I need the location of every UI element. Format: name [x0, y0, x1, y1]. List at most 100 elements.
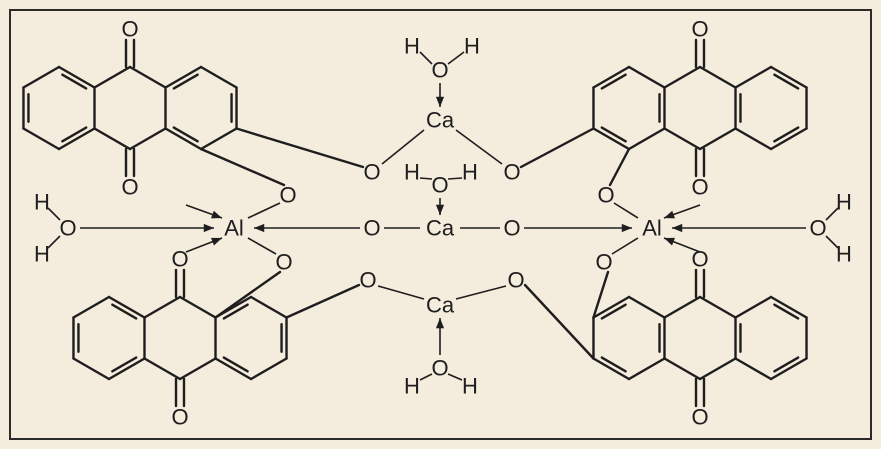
water-ca-top-hydrogen-left: H: [404, 34, 420, 59]
bottom-right-anthraquinone-ring-bond: [663, 295, 702, 319]
top-right-anthraquinone-ring-bond: [698, 65, 737, 89]
bottom-left-carbonyl-oxygen-top: O: [171, 247, 188, 272]
water-ca-top-hydrogen-right: H: [464, 34, 480, 59]
water-ca-bottom-hydrogen-left: H: [404, 374, 420, 399]
al-left-carbonyl-coordination-top: [185, 204, 223, 219]
top-left-anthraquinone-ring-bond: [57, 127, 96, 151]
top-right-anthraquinone-ring-bond: [627, 127, 666, 151]
bottom-left-anthraquinone-ring-bond: [72, 295, 111, 319]
water-ca-middle-oxygen: O: [431, 173, 448, 198]
water-right-oh-bond: [825, 235, 839, 249]
bottom-left-anthraquinone-aromatic-bond: [111, 356, 138, 373]
top-left-anthraquinone-ring-bond: [128, 65, 167, 89]
top-left-anthraquinone-aromatic-bond: [61, 126, 88, 143]
bridge-right-to-al-coordination: [524, 223, 632, 233]
aluminium-atom-left: Al: [224, 216, 244, 241]
al-right-carbonyl-coordination-bottom: [663, 237, 701, 253]
ca-top-bond-left: [381, 129, 425, 165]
bottom-right-phenolate-oxygen: O: [595, 250, 612, 275]
top-left-carbonyl-oxygen-top: O: [121, 17, 138, 42]
water-ca-top-oh-bond: [447, 51, 465, 65]
water-right-hydrogen-bottom: H: [836, 242, 852, 267]
top-left-carbonyl-oxygen-bottom: O: [121, 175, 138, 200]
bottom-left-anthraquinone-aromatic-bond: [111, 303, 138, 320]
bottom-left-phenolate-oxygen: O: [275, 250, 292, 275]
bond-lines: [22, 38, 808, 408]
calcium-atom-middle: Ca: [426, 216, 455, 241]
top-right-anthraquinone-aromatic-bond: [600, 73, 627, 90]
water-left-oh-bond: [47, 207, 61, 221]
top-left-bridging-oxygen: O: [363, 160, 380, 185]
top-right-anthraquinone-aromatic-bond: [773, 73, 800, 90]
ca-bottom-bond-right: [455, 285, 507, 300]
water-ca-bottom-hydrogen-right: H: [462, 374, 478, 399]
top-left-phenolate-oxygen: O: [279, 183, 296, 208]
bottom-right-anthraquinone-ring-bond: [627, 357, 666, 381]
bottom-right-anthraquinone-aromatic-bond: [773, 356, 800, 373]
al-left-phenolate-bond-bottom: [247, 237, 277, 255]
water-ca-top-to-ca-coordination: [435, 83, 445, 107]
bottom-right-anthraquinone-ring-bond: [698, 295, 737, 319]
bottom-right-anthraquinone-aromatic-bond: [600, 303, 627, 320]
bottom-right-anthraquinone-ring-bond: [592, 295, 631, 319]
al-left-phenolate-bond-top: [247, 202, 281, 219]
top-right-anthraquinone-aromatic-bond: [600, 126, 627, 143]
water-ca-middle-oh-bond: [419, 177, 433, 180]
bottom-right-carbonyl-oxygen-top: O: [691, 247, 708, 272]
top-right-carbonyl-oxygen-bottom: O: [691, 175, 708, 200]
bottom-left-anthraquinone-ring-bond: [143, 357, 182, 381]
water-right-oxygen: O: [809, 216, 826, 241]
bottom-right-anthraquinone-ring-bond: [592, 357, 631, 381]
bottom-right-anthraquinone-ring-bond: [734, 357, 773, 381]
al-right-phenolate-bond-top: [613, 202, 639, 219]
top-right-c-o-bond: [519, 127, 595, 169]
bottom-right-anthraquinone-aromatic-bond: [773, 303, 800, 320]
bottom-left-anthraquinone-ring-bond: [249, 295, 288, 319]
bottom-left-anthraquinone-ring-bond: [107, 357, 146, 381]
bridge-left-to-al-coordination: [254, 223, 360, 233]
al-right-phenolate-bond-bottom: [611, 237, 639, 255]
calcium-atom-top: Ca: [426, 108, 455, 133]
bottom-right-anthraquinone-ring-bond: [769, 357, 808, 381]
top-right-anthraquinone-ring-bond: [592, 65, 631, 89]
top-right-anthraquinone-ring-bond: [663, 65, 702, 89]
top-left-anthraquinone-ring-bond: [199, 127, 238, 151]
figure-frame: [9, 9, 872, 440]
water-ca-middle-hydrogen-right: H: [462, 160, 478, 185]
bottom-right-carbonyl-oxygen-bottom: O: [691, 405, 708, 430]
water-ca-middle-oh-bond: [447, 177, 463, 180]
water-ca-top-oh-bond: [419, 51, 433, 65]
water-left-oh-bond: [47, 235, 61, 249]
al-left-carbonyl-coordination-bottom: [185, 237, 223, 253]
top-right-anthraquinone-ring-bond: [627, 65, 666, 89]
water-right-to-al-coordination: [672, 223, 806, 233]
water-left-hydrogen-bottom: H: [34, 242, 50, 267]
ca-bottom-bond-left: [377, 285, 425, 300]
bottom-left-anthraquinone-ring-bond: [178, 295, 217, 319]
water-ca-bottom-to-ca-coordination: [435, 318, 445, 355]
water-ca-middle-to-ca-coordination: [435, 198, 445, 215]
water-left-hydrogen-top: H: [34, 190, 50, 215]
top-left-anthraquinone-ring-bond: [164, 65, 203, 89]
top-right-carbonyl-oxygen-top: O: [691, 17, 708, 42]
top-right-anthraquinone-ring-bond: [734, 65, 773, 89]
top-right-anthraquinone-aromatic-bond: [773, 126, 800, 143]
bottom-right-bridging-oxygen: O: [507, 268, 524, 293]
top-right-bridging-oxygen: O: [503, 160, 520, 185]
bridge-oxygen-left: O: [363, 216, 380, 241]
water-right-oh-bond: [825, 207, 839, 221]
bottom-left-c-o-bond: [285, 283, 361, 319]
top-right-c-o-bond: [608, 147, 631, 187]
bottom-left-carbonyl-oxygen-bottom: O: [171, 405, 188, 430]
water-left-to-al-coordination: [80, 223, 214, 233]
top-left-c-o-bond: [199, 147, 286, 187]
top-right-anthraquinone-ring-bond: [698, 127, 737, 151]
coordination-arrows: [47, 51, 839, 381]
top-left-anthraquinone-aromatic-bond: [172, 126, 199, 143]
bottom-left-bridging-oxygen: O: [359, 268, 376, 293]
bridge-oxygen-right: O: [503, 216, 520, 241]
bottom-left-anthraquinone-ring-bond: [178, 357, 217, 381]
al-right-carbonyl-coordination-top: [663, 204, 701, 219]
water-ca-bottom-oh-bond: [447, 373, 463, 381]
